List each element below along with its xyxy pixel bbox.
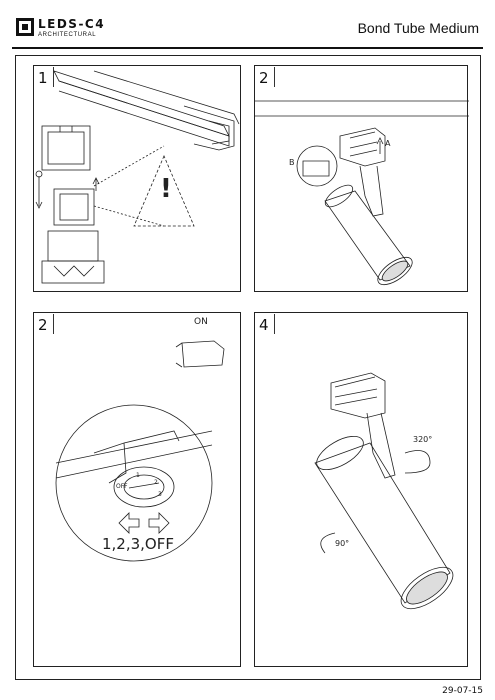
luminaire-rotation-illustration (314, 372, 454, 610)
on-label: ON (194, 317, 208, 327)
brand-name: LEDS-C4 (38, 17, 106, 31)
brand-logo: LEDS-C4 ARCHITECTURAL (16, 18, 105, 38)
instructions-frame (15, 55, 481, 680)
document-date: 29-07-15 (442, 686, 483, 696)
brand-subtitle: ARCHITECTURAL (38, 32, 97, 38)
track-profile-illustration (35, 70, 240, 284)
label-a: A (385, 139, 391, 148)
page-header: LEDS-C4 ARCHITECTURAL Bond Tube Medium (12, 12, 483, 48)
step-number: 2 (38, 316, 48, 334)
dial-mark-2: 2 (154, 479, 158, 486)
rotation-90-label: 90° (335, 539, 350, 548)
step-panel-1: 1 ! (33, 65, 241, 292)
document-title: Bond Tube Medium (357, 20, 479, 36)
dial-mark-off: OFF (116, 483, 128, 490)
dial-mark-1: 1 (136, 472, 140, 479)
step-number: 4 (259, 316, 269, 334)
warning-mark: ! (160, 174, 172, 204)
label-b: B (289, 158, 295, 167)
step-number: 1 (38, 69, 48, 87)
rotation-320-label: 320° (413, 435, 433, 444)
dial-settings-label: 1,2,3,OFF (102, 535, 174, 553)
header-divider (12, 47, 483, 49)
logo-mark-icon (16, 18, 34, 36)
dial-setting-illustration (55, 340, 225, 562)
step-panel-2a: 2 B A (254, 65, 469, 292)
step-panel-2b: 2 ON 1,2,3,OFF OFF 1 2 3 (33, 312, 241, 667)
dial-mark-3: 3 (158, 491, 162, 498)
step-number: 2 (259, 69, 269, 87)
adapter-mount-illustration (255, 100, 469, 286)
step-panel-4: 4 320° 90° (254, 312, 468, 667)
